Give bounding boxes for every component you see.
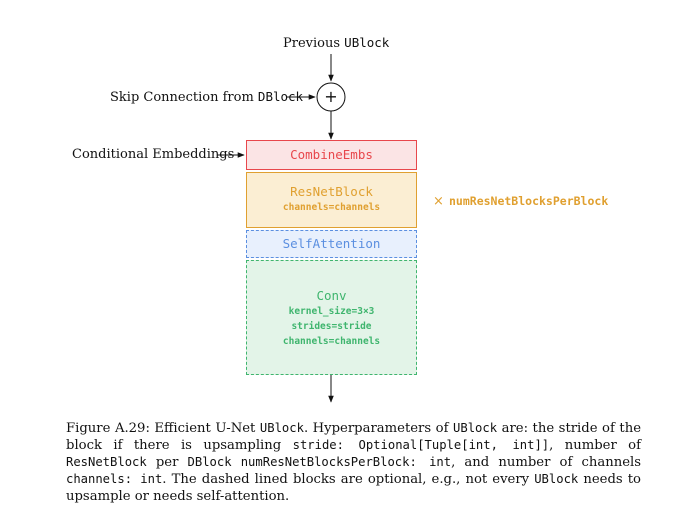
caption-code: UBlock <box>453 421 498 435</box>
caption-code: stride: Optional[Tuple[int, int]] <box>292 438 550 452</box>
caption-code: numResNetBlocksPerBlock: int <box>240 455 452 469</box>
conv-title: Conv <box>316 288 347 303</box>
caption-text: , and number of channels <box>451 455 642 470</box>
caption-code: channels: int <box>66 472 163 486</box>
caption-text: per <box>146 455 188 470</box>
figure-caption: Figure A.29: Efficient U-Net UBlock. Hyp… <box>66 420 641 505</box>
self-attention-block: SelfAttention <box>246 230 417 258</box>
conv-param-strides: strides=stride <box>291 321 372 332</box>
previous-ublock-label: Previous UBlock <box>283 35 389 52</box>
resnet-block: ResNetBlock channels=channels <box>246 172 417 228</box>
resnet-block-param: channels=channels <box>282 202 381 213</box>
repeat-label: × numResNetBlocksPerBlock <box>433 192 608 210</box>
caption-text: . Hyperparameters of <box>303 421 454 436</box>
conv-block: Conv kernel_size=3×3 strides=stride chan… <box>246 260 417 375</box>
previous-label-text: Previous <box>283 36 341 51</box>
previous-label-code: UBlock <box>344 35 390 50</box>
caption-text <box>232 455 241 470</box>
resnet-block-title: ResNetBlock <box>290 184 373 199</box>
caption-text: , number of <box>549 438 641 453</box>
skip-label-code: DBlock <box>257 89 304 104</box>
caption-text: . The dashed lined blocks are optional, … <box>162 472 535 487</box>
caption-code: UBlock <box>534 472 579 486</box>
caption-code: UBlock <box>259 421 304 435</box>
plus-symbol: + <box>324 87 338 106</box>
caption-code: DBlock <box>187 455 232 469</box>
repeat-symbol: × <box>433 194 444 209</box>
skip-label-text: Skip Connection from <box>110 90 254 105</box>
caption-text: are: the stride of the block if there is… <box>66 421 642 453</box>
conditional-embeddings-label: Conditional Embeddings <box>72 147 235 162</box>
repeat-count-code: numResNetBlocksPerBlock <box>449 194 609 208</box>
caption-text: needs to upsample or needs self-attentio… <box>66 472 641 504</box>
self-attention-title: SelfAttention <box>282 236 381 251</box>
combine-embs-title: CombineEmbs <box>290 147 373 162</box>
caption-code: ResNetBlock <box>66 455 147 469</box>
caption-text: Figure A.29: Efficient U-Net <box>66 421 260 436</box>
conv-param-channels: channels=channels <box>282 336 381 347</box>
combine-embs-block: CombineEmbs <box>246 140 417 170</box>
conv-param-kernel: kernel_size=3×3 <box>288 306 375 317</box>
skip-connection-label: Skip Connection from DBlock <box>110 89 303 106</box>
